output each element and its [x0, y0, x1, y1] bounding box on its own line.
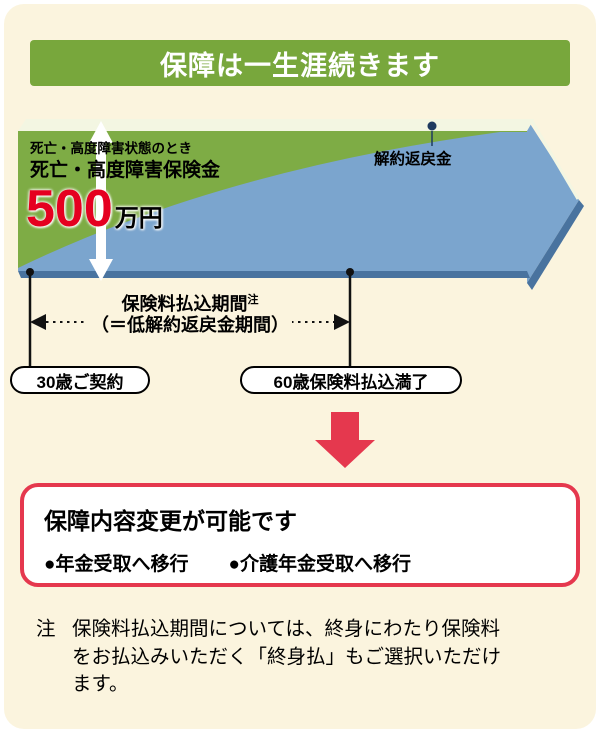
- low-surrender-period-label: （＝低解約返戻金期間）: [30, 311, 350, 337]
- death-benefit-label: 死亡・高度障害保険金: [30, 160, 221, 181]
- paidup-age-pill: 60歳保険料払込満了: [240, 366, 462, 394]
- benefit-height-arrow: [89, 121, 113, 281]
- coverage-change-options: ●年金受取へ移行 ●介護年金受取へ移行: [44, 549, 576, 576]
- benefit-amount-unit: 万円: [114, 205, 163, 232]
- benefit-amount-value: 500: [26, 180, 113, 238]
- death-benefit-area: [18, 131, 527, 268]
- period-arrowhead-left: [30, 314, 46, 330]
- transition-down-arrow: [315, 412, 375, 468]
- page-title: 保障は一生涯続きます: [30, 40, 570, 86]
- contract-age-dot: [26, 268, 34, 276]
- payment-period-label: 保険料払込期間注: [121, 294, 259, 314]
- paidup-age-dot: [346, 268, 354, 276]
- period-arrowhead-right: [334, 314, 350, 330]
- arrow-bottom-shadow: [18, 271, 530, 278]
- surrender-value-label: 解約返戻金: [374, 151, 452, 168]
- footnote-text: 保険料払込期間については、終身にわたり保険料をお払込みいただく「終身払」もご選択…: [72, 619, 502, 696]
- footnote: 注 保険料払込期間については、終身にわたり保険料をお払込みいただく「終身払」もご…: [36, 616, 510, 699]
- footnote-ref-mark: 注: [247, 294, 259, 306]
- footnote-mark: 注: [36, 619, 56, 640]
- coverage-change-title: 保障内容変更が可能です: [44, 508, 297, 534]
- benefit-amount: 500 万円: [26, 183, 163, 235]
- surrender-marker-dot: [427, 121, 437, 131]
- option-care-annuity: ●介護年金受取へ移行: [228, 554, 411, 575]
- arrowhead-shadow: [527, 200, 584, 290]
- arrow-top-face: [18, 119, 534, 131]
- option-annuity: ●年金受取へ移行: [44, 554, 189, 575]
- coverage-change-box: 保障内容変更が可能です ●年金受取へ移行 ●介護年金受取へ移行: [20, 483, 580, 587]
- contract-age-pill: 30歳ご契約: [10, 366, 150, 394]
- arrowhead-top-face: [530, 120, 580, 200]
- death-condition-note: 死亡・高度障害状態のとき: [30, 141, 192, 156]
